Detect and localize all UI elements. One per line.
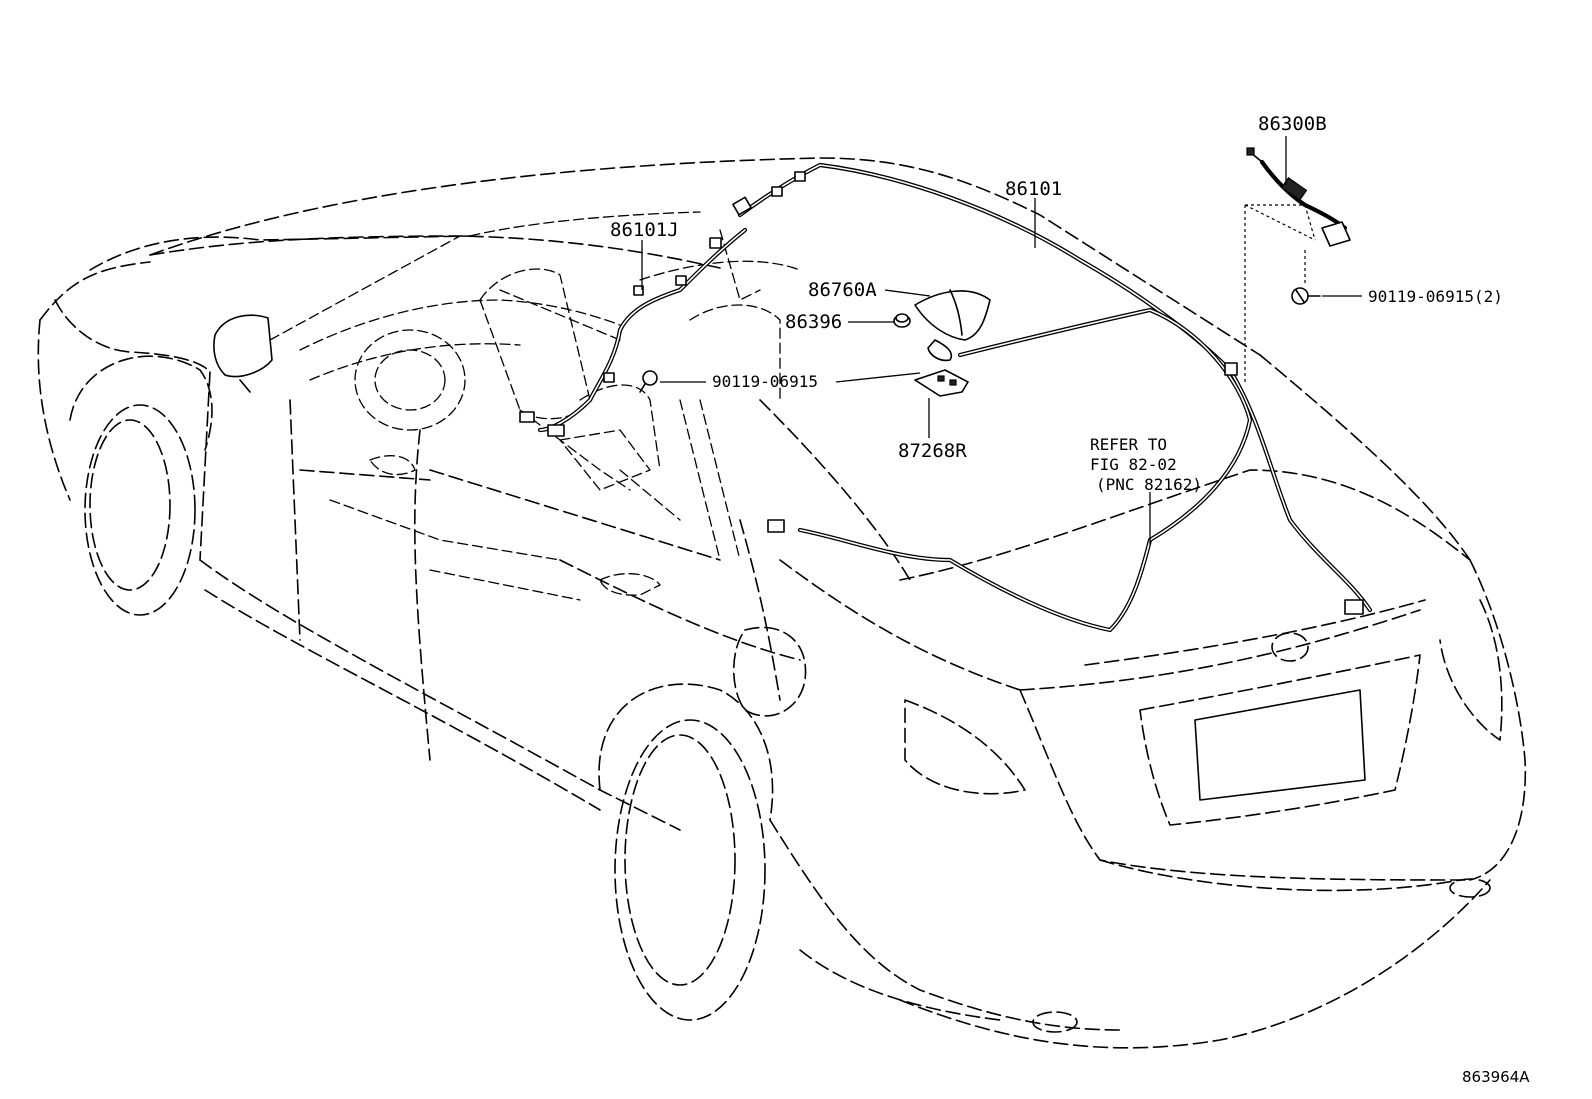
refer-note-line3: (PNC 82162) [1096, 475, 1202, 494]
refer-note-line2: FIG 82-02 [1090, 455, 1177, 474]
nut-86396 [893, 313, 911, 328]
shark-fin-antenna-86760a [914, 289, 991, 362]
callout-86760a: 86760A [808, 279, 877, 301]
callout-86396: 86396 [785, 311, 842, 333]
amplifier-assembly-86300b [1244, 147, 1351, 385]
callout-87268r: 87268R [898, 440, 967, 462]
callout-labels: 86300B 86101 86101J 86760A 86396 90119-0… [610, 113, 1503, 462]
vehicle-interior [269, 211, 801, 601]
bolt-90119-06915-2 [1291, 287, 1321, 305]
refer-note: REFER TO FIG 82-02 (PNC 82162) [1090, 435, 1202, 494]
callout-90119-06915-2: 90119-06915(2) [1368, 287, 1503, 306]
callout-86101j: 86101J [610, 219, 679, 241]
callout-90119-06915: 90119-06915 [712, 372, 818, 391]
callout-86300b: 86300B [1258, 113, 1327, 135]
refer-note-line1: REFER TO [1090, 435, 1167, 454]
bracket-87268r [914, 369, 969, 397]
cable-connectors [519, 171, 1364, 615]
antenna-cable-roof-link [797, 307, 1253, 633]
bolt-90119-06915 [639, 370, 658, 393]
antenna-cable-86101j [537, 227, 748, 433]
diagram-id: 863964A [1462, 1068, 1530, 1086]
antenna-cable-86101 [737, 162, 1373, 613]
callout-86101: 86101 [1005, 178, 1062, 200]
vehicle-outline [37, 157, 1527, 1049]
callout-leaders [641, 136, 1362, 545]
